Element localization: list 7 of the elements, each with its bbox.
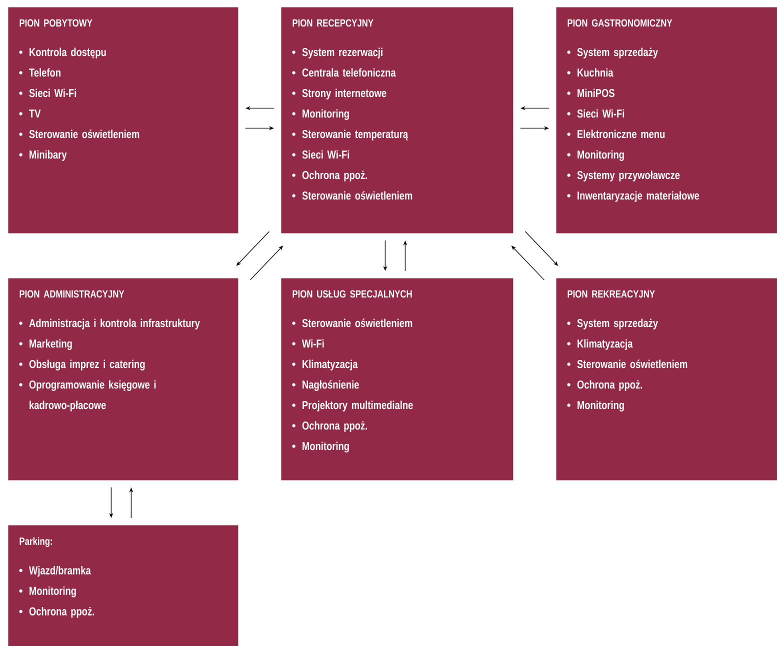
process-box: Parking: Wjazd/bramka Monitoring Ochrona ppoż. (8, 525, 238, 646)
process-box: PION REKREACYJNY System sprzedaży Klimatyzacja Sterowanie oświetleniem Ochrona ppoż. Monitoring (556, 278, 777, 480)
process-box: PION RECEPCYJNY System rezerwacji Centrala telefoniczna Strony internetowe Monitoring Sterowanie temperaturą Sieci Wi-Fi Ochrona ppoż. Sterowanie oświetleniem (281, 7, 514, 234)
process-box: PION GASTRONOMICZNY System sprzedaży Kuchnia MiniPOS Sieci Wi-Fi Elektroniczne menu Monitoring Systemy przywoławcze Inwentaryzacje materiałowe (556, 7, 777, 234)
process-box: PION ADMINISTRACYJNY Administracja i kontrola infrastruktury Marketing Obsługa imprez i catering Oprogramowanie księgowe i kadrowo-płacowe (8, 278, 238, 480)
process-box: PION POBYTOWY Kontrola dostępu Telefon Sieci Wi-Fi TV Sterowanie oświetleniem Minibary (8, 7, 238, 234)
process-box: PION USŁUG SPECJALNYCH Sterowanie oświetleniem Wi-Fi Klimatyzacja Nagłośnienie Projektory multimedialne Ochrona ppoż. Monitoring (281, 278, 514, 480)
